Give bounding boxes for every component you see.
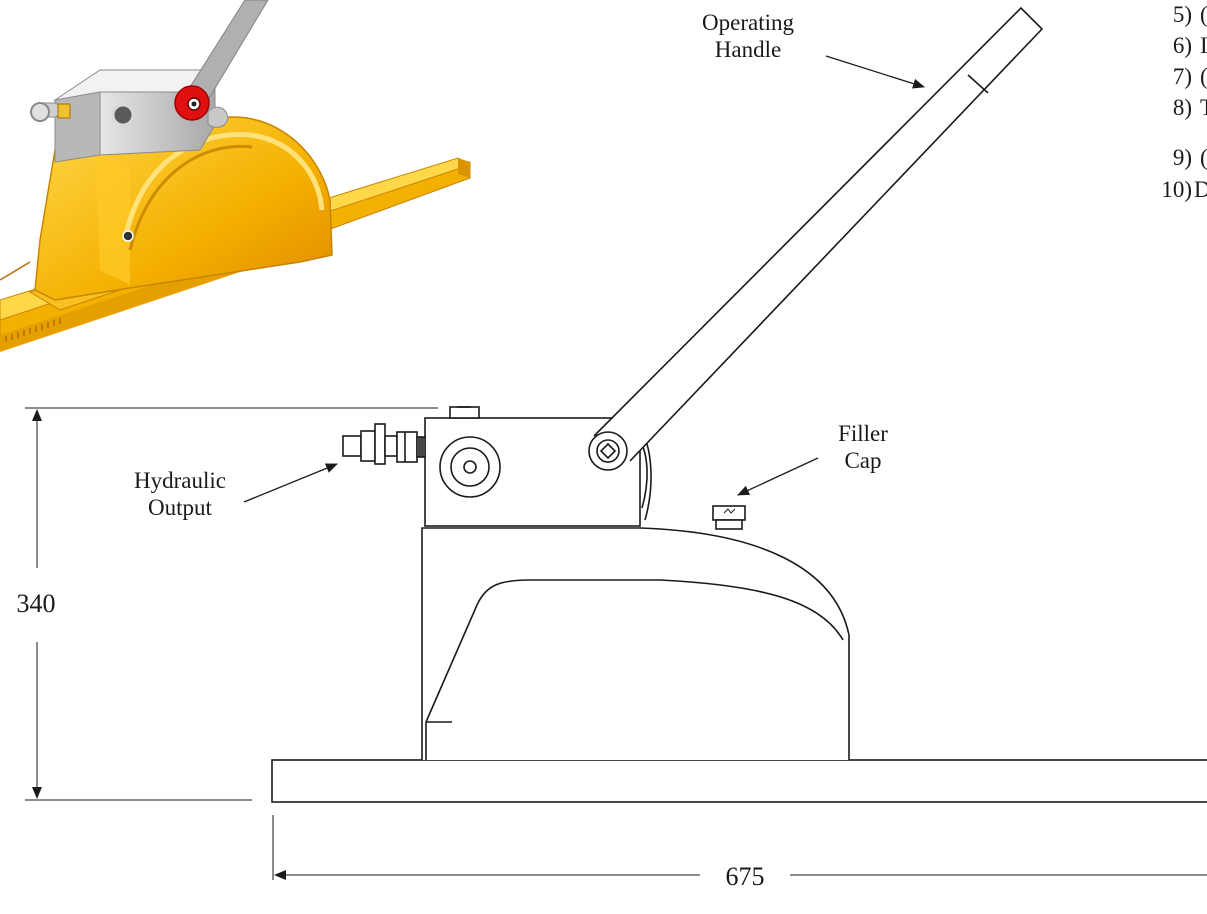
render-fitting-end (30, 102, 50, 122)
parts-list-num-8: 8) (1173, 95, 1192, 120)
render-cam (207, 106, 229, 128)
callout-arrows (243, 55, 925, 503)
filler-callout-arrow (737, 457, 819, 496)
pump-elevation (271, 6, 1207, 803)
filler-cap-label-line1: Filler (838, 421, 888, 446)
handle-pivot-square (599, 442, 617, 460)
output-callout-arrow (243, 463, 338, 503)
label-filler-cap: Filler Cap (838, 421, 888, 473)
pump-3d-render (0, 0, 472, 352)
operating-handle-label-line1: Operating (702, 10, 794, 35)
filler-cap-top (712, 505, 746, 521)
width-dimension-value: 675 (726, 862, 765, 891)
parts-list-num-7: 7) (1173, 64, 1192, 89)
operating-handle-shaft (593, 6, 1044, 462)
render-screw (122, 230, 134, 242)
filler-cap-label-line2: Cap (844, 448, 881, 473)
parts-list-num-5: 5) (1173, 2, 1192, 27)
filler-cap-mark (723, 508, 736, 514)
output-fitting-tip (342, 435, 362, 457)
handle-grip-joint (967, 74, 989, 94)
parts-list: 5) ( 6) I 7) ( 8) T 9) ( 10) D (1161, 2, 1207, 202)
output-fitting-body (360, 430, 376, 462)
render-pivot-dot (191, 101, 197, 107)
hydraulic-output-label-line1: Hydraulic (134, 468, 226, 493)
filler-cap-base (715, 519, 743, 530)
base-plate (271, 759, 1207, 803)
output-fitting-hex (396, 431, 418, 463)
hydraulic-output-label-line2: Output (148, 495, 213, 520)
height-dimension-value: 340 (17, 589, 56, 618)
parts-list-text-8: T (1200, 95, 1207, 120)
handle-pivot-inner (596, 439, 620, 463)
parts-list-text-10: D (1194, 177, 1207, 202)
parts-list-text-9: ( (1200, 145, 1207, 170)
render-rail-ticks (0, 261, 61, 342)
parts-list-num-9: 9) (1173, 145, 1192, 170)
parts-list-text-6: I (1200, 33, 1207, 58)
handle-callout-arrow (825, 55, 925, 89)
operating-handle-label-line2: Handle (715, 37, 781, 62)
parts-list-num-6: 6) (1173, 33, 1192, 58)
parts-list-num-10: 10) (1161, 177, 1192, 202)
handle-pivot-outer (588, 431, 628, 471)
render-fitting-nut (57, 103, 71, 119)
block-port-middle (450, 447, 490, 487)
render-rail-end (458, 158, 470, 178)
parts-list-text-5: ( (1200, 2, 1207, 27)
block-top-knob (449, 406, 480, 419)
render-housing-curve-shade (128, 144, 253, 251)
render-housing-front (95, 150, 130, 285)
render-block-port (111, 103, 135, 127)
housing (421, 527, 850, 760)
block-port-outer (439, 436, 501, 498)
render-block-front (54, 91, 101, 163)
output-fitting-nut (374, 423, 386, 465)
label-hydraulic-output: Hydraulic Output (134, 468, 226, 520)
label-operating-handle: Operating Handle (702, 10, 794, 62)
dimension-lines (25, 407, 1207, 880)
output-fitting-neck (384, 435, 398, 457)
render-housing-curve (122, 131, 325, 241)
housing-inner-curve (425, 579, 844, 723)
block-port-inner (463, 460, 477, 474)
parts-list-text-7: ( (1200, 64, 1207, 89)
